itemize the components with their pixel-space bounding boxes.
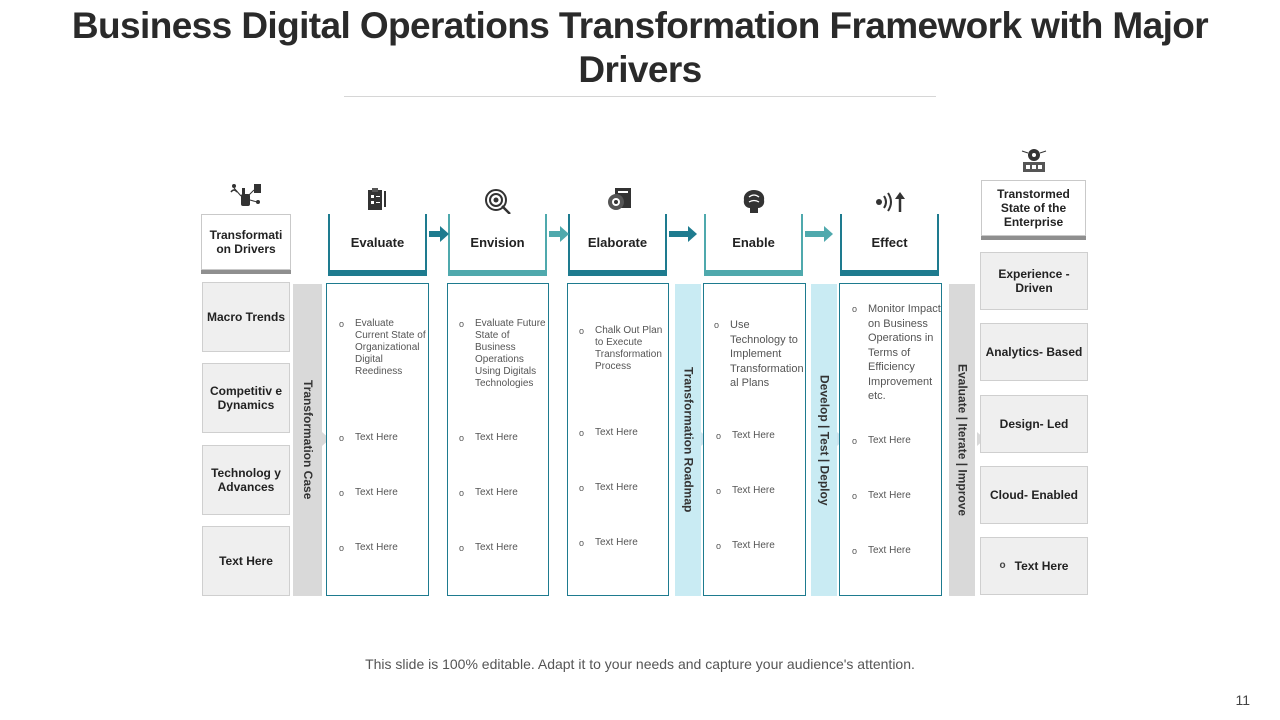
clipboard-icon xyxy=(364,187,390,213)
bullet-item: Use Technology to Implement Transformati… xyxy=(712,318,806,391)
signal-arrow-icon xyxy=(875,190,907,214)
state-item-label: Text Here xyxy=(1014,559,1069,573)
driver-item: Technolog y Advances xyxy=(202,445,290,515)
bullet-item: Text Here xyxy=(714,430,806,442)
bullet-item: Text Here xyxy=(337,542,429,554)
step-header-elaborate: Elaborate xyxy=(568,214,667,276)
drivers-header: Transformati on Drivers xyxy=(201,214,291,270)
evaluate-iterate-improve-label: Evaluate | Iterate | Improve xyxy=(955,363,970,517)
transformation-roadmap-strip: Transformation Roadmap xyxy=(675,284,701,596)
driver-item: Competitiv e Dynamics xyxy=(202,363,290,433)
step-label: Elaborate xyxy=(587,234,648,250)
bullet-item: Evaluate Future State of Business Operat… xyxy=(457,318,549,390)
bullet-item: Monitor Impact on Business Operations in… xyxy=(850,302,942,404)
step-label: Evaluate xyxy=(350,234,405,250)
bullet-item: Chalk Out Plan to Execute Transformation… xyxy=(577,325,669,373)
transformation-roadmap-label: Transformation Roadmap xyxy=(681,367,696,513)
flow-arrow xyxy=(429,226,449,242)
flow-arrow xyxy=(549,226,569,242)
step-header-effect: Effect xyxy=(840,214,939,276)
transformation-case-strip: Transformation Case xyxy=(293,284,322,596)
bullet-item: Text Here xyxy=(714,540,806,552)
step-header-envision: Envision xyxy=(448,214,547,276)
step-header-evaluate: Evaluate xyxy=(328,214,427,276)
gear-document-icon xyxy=(605,186,633,214)
bullet-item: Text Here xyxy=(850,545,942,557)
brain-icon xyxy=(740,187,768,215)
bullet-item: Text Here xyxy=(457,432,549,444)
driver-item: Text Here xyxy=(202,526,290,596)
footer-note: This slide is 100% editable. Adapt it to… xyxy=(365,656,915,672)
step-header-enable: Enable xyxy=(704,214,803,276)
driver-item: Macro Trends xyxy=(202,282,290,352)
state-item: Design- Led xyxy=(980,395,1088,453)
state-item: Cloud- Enabled xyxy=(980,466,1088,524)
develop-test-deploy-strip: Develop | Test | Deploy xyxy=(811,284,837,596)
bullet-item: Text Here xyxy=(714,485,806,497)
enterprise-state-header: Transtormed State of the Enterprise xyxy=(981,180,1086,236)
bullet-item: Text Here xyxy=(850,435,942,447)
page-number: 11 xyxy=(1235,692,1250,708)
state-item: Analytics- Based xyxy=(980,323,1088,381)
hand-network-icon xyxy=(230,182,262,212)
title-divider xyxy=(344,96,936,97)
step-label: Effect xyxy=(871,234,908,250)
state-item: o Text Here xyxy=(980,537,1088,595)
transformation-case-label: Transformation Case xyxy=(301,380,315,500)
bullet-item: Text Here xyxy=(457,542,549,554)
bullet-item: Text Here xyxy=(337,432,429,444)
bullet-item: Text Here xyxy=(577,427,669,439)
bullet-item: Text Here xyxy=(337,487,429,499)
flow-arrow xyxy=(669,226,697,242)
develop-test-deploy-label: Develop | Test | Deploy xyxy=(817,374,832,506)
target-icon xyxy=(484,188,512,216)
bullet-item: Evaluate Current State of Organizational… xyxy=(337,318,429,378)
bullet-item: Text Here xyxy=(577,537,669,549)
bullet-item: Text Here xyxy=(457,487,549,499)
bullet-icon: o xyxy=(999,560,1006,571)
bullet-item: Text Here xyxy=(577,482,669,494)
step-label: Enable xyxy=(732,234,775,250)
enterprise-icon xyxy=(1019,146,1049,176)
step-label: Envision xyxy=(470,234,525,250)
flow-arrow xyxy=(805,226,833,242)
bullet-item: Text Here xyxy=(850,490,942,502)
state-item: Experience - Driven xyxy=(980,252,1088,310)
slide-title: Business Digital Operations Transformati… xyxy=(71,5,1209,90)
evaluate-iterate-improve-strip: Evaluate | Iterate | Improve xyxy=(949,284,975,596)
